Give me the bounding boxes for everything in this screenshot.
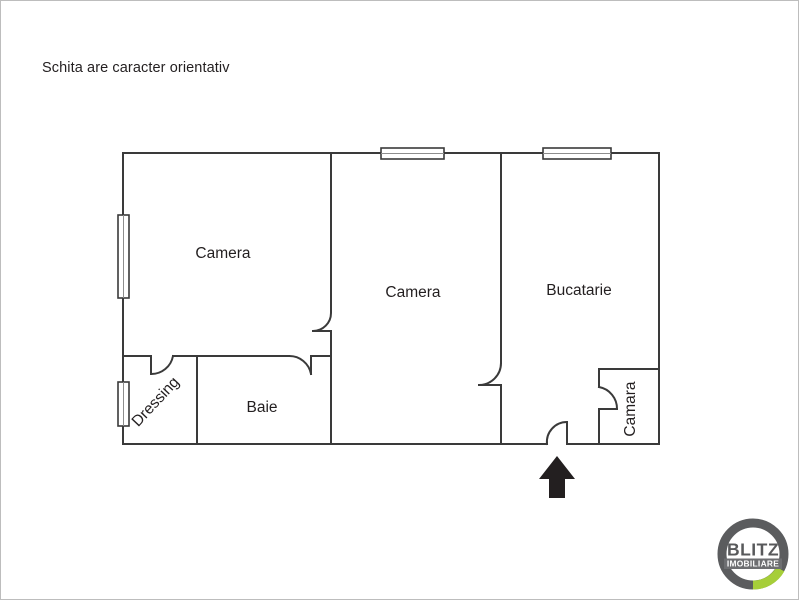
room-label-bucatarie: Bucatarie bbox=[546, 282, 611, 299]
logo-icon: BLITZ IMOBILIARE bbox=[717, 518, 789, 590]
room-label-baie: Baie bbox=[246, 399, 277, 416]
room-label-camera-middle: Camera bbox=[385, 284, 441, 301]
entrance-arrow bbox=[539, 456, 575, 498]
door-dressing bbox=[149, 354, 175, 376]
window-left-lower bbox=[117, 381, 130, 427]
logo-brand-text: BLITZ bbox=[727, 540, 779, 560]
room-label-camara: Camara bbox=[622, 381, 639, 437]
blitz-imobiliare-logo: BLITZ IMOBILIARE bbox=[715, 516, 791, 592]
window-top-right bbox=[542, 147, 612, 160]
door-entrance bbox=[545, 420, 569, 446]
room-label-dressing: Dressing bbox=[129, 374, 183, 430]
window-left-upper bbox=[117, 214, 130, 299]
door-camera-left-to-middle bbox=[311, 311, 333, 333]
door-camara bbox=[597, 385, 619, 411]
door-baie bbox=[287, 354, 313, 376]
window-top-middle bbox=[380, 147, 445, 160]
logo-subtitle-text: IMOBILIARE bbox=[727, 559, 779, 569]
door-camera-middle-to-bucatarie bbox=[477, 361, 503, 387]
room-label-camera-left: Camera bbox=[195, 245, 251, 262]
page-title: Schita are caracter orientativ bbox=[42, 60, 230, 76]
